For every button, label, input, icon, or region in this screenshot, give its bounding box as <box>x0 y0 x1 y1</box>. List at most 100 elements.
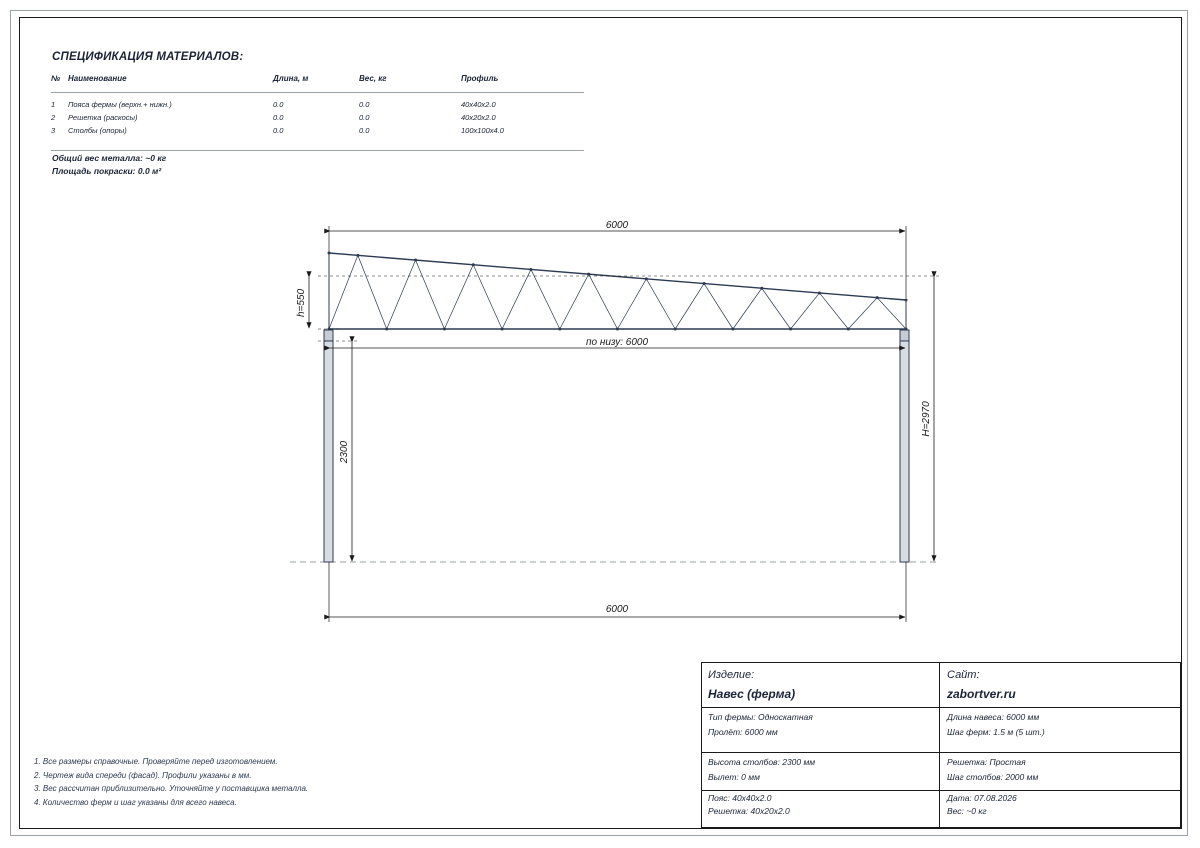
lattice-diagonal <box>732 288 763 330</box>
left-post <box>323 329 334 563</box>
product-label: Изделие: <box>708 669 755 681</box>
bottom-node <box>500 327 504 331</box>
row-no: 3 <box>51 126 56 135</box>
spec-title: СПЕЦИФИКАЦИЯ МАТЕРИАЛОВ: <box>52 51 244 63</box>
canopy-length: Длина навеса: 6000 мм <box>947 712 1040 722</box>
lattice-diagonal <box>386 259 416 330</box>
dim-label-h: h=550 <box>296 289 307 318</box>
lattice-diagonal <box>703 283 734 330</box>
bottom-node <box>673 327 677 331</box>
note-item: 2. Чертеж вида спереди (фасад). Профили … <box>34 770 252 780</box>
site-label: Сайт: <box>947 669 980 681</box>
top-node <box>356 253 360 257</box>
top-chord <box>328 252 907 301</box>
title-block-divider <box>702 790 1180 791</box>
row-length: 0.0 <box>273 113 284 122</box>
lattice-diagonal <box>646 278 676 330</box>
lattice-diagonal <box>876 297 907 330</box>
row-profile: 40x20x2.0 <box>461 113 496 122</box>
paint-area: Площадь покраски: 0.0 м² <box>52 166 162 176</box>
product-name: Навес (ферма) <box>708 687 796 701</box>
top-node <box>471 263 475 267</box>
bottom-node <box>904 327 908 331</box>
lattice-diagonal <box>530 269 561 330</box>
lattice-diagonal <box>848 297 878 330</box>
truss <box>327 251 908 331</box>
dim-label-bottom-chord: по низу: 6000 <box>586 337 648 348</box>
row-no: 2 <box>51 113 56 122</box>
bottom-node <box>558 327 562 331</box>
sheet-outer-border <box>10 10 1188 836</box>
lattice-diagonal <box>819 292 849 330</box>
left-post-cap <box>323 329 334 342</box>
span: Пролёт: 6000 мм <box>708 727 778 737</box>
note-item: 1. Все размеры справочные. Проверяйте пе… <box>34 757 278 766</box>
lattice-diagonal <box>328 255 359 330</box>
spec-header-no: № <box>51 74 61 83</box>
product-cell: Изделие: Навес (ферма) <box>708 669 795 701</box>
table-row: 2 Решетка (раскосы) 0.0 0.0 40x20x2.0 <box>51 111 584 124</box>
top-node <box>875 296 879 300</box>
title-block: Изделие: Навес (ферма) Сайт: zabortver.r… <box>701 662 1181 828</box>
note-item: 3. Вес рассчитан приблизительно. Уточняй… <box>34 784 309 794</box>
lattice-info-cell: Решетка: Простая Шаг столбов: 2000 мм <box>947 755 1038 785</box>
truss-step: Шаг ферм: 1.5 м (5 шт.) <box>947 727 1045 737</box>
top-node <box>817 291 821 295</box>
lattice-diagonal <box>444 264 474 330</box>
lattice-diagonal <box>674 283 705 330</box>
dim-label-total-height: H=2970 <box>921 401 932 437</box>
title-block-divider <box>702 707 1180 708</box>
truss-info-cell: Тип фермы: Односкатная Пролёт: 6000 мм <box>708 710 813 740</box>
lattice-diagonal <box>588 273 618 330</box>
top-node <box>760 286 764 290</box>
bottom-node <box>442 327 446 331</box>
spec-rows: 1 Пояса фермы (верхн.+ нижн.) 0.0 0.0 40… <box>51 93 584 151</box>
spec-totals: Общий вес металла: ~0 кг Площадь покраск… <box>52 152 166 178</box>
right-post-cap <box>899 329 910 342</box>
row-no: 1 <box>51 100 56 109</box>
weight: Вес: ~0 кг <box>947 806 987 816</box>
top-node <box>327 251 331 255</box>
table-row: 1 Пояса фермы (верхн.+ нижн.) 0.0 0.0 40… <box>51 98 584 111</box>
lattice-type: Решетка: Простая <box>947 757 1026 767</box>
date: Дата: 07.08.2026 <box>947 793 1017 803</box>
bottom-node <box>385 327 389 331</box>
row-name: Решетка (раскосы) <box>68 113 138 122</box>
spec-header-name: Наименование <box>68 74 127 83</box>
top-node <box>529 267 533 271</box>
top-node <box>587 272 591 276</box>
bottom-node <box>789 327 793 331</box>
spec-table: № Наименование Длина, м Вес, кг Профиль … <box>51 72 584 151</box>
table-row: 3 Столбы (опоры) 0.0 0.0 100x100x4.0 <box>51 124 584 137</box>
row-name: Столбы (опоры) <box>68 126 127 135</box>
title-block-divider <box>702 752 1180 753</box>
overhang: Вылет: 0 мм <box>708 772 760 782</box>
post-height: Высота столбов: 2300 мм <box>708 757 816 767</box>
right-post <box>899 329 910 563</box>
date-info-cell: Дата: 07.08.2026 Вес: ~0 кг <box>947 792 1017 818</box>
lattice-diagonal <box>472 264 503 330</box>
row-name: Пояса фермы (верхн.+ нижн.) <box>68 100 172 109</box>
title-block-divider <box>939 663 940 827</box>
canopy-info-cell: Длина навеса: 6000 мм Шаг ферм: 1.5 м (5… <box>947 710 1045 740</box>
lattice-diagonal <box>559 273 589 330</box>
bottom-node <box>731 327 735 331</box>
lattice-diagonal <box>501 269 532 330</box>
row-weight: 0.0 <box>359 113 370 122</box>
row-length: 0.0 <box>273 100 284 109</box>
spec-header-row: № Наименование Длина, м Вес, кг Профиль <box>51 72 584 93</box>
bottom-node <box>846 327 850 331</box>
post-step: Шаг столбов: 2000 мм <box>947 772 1039 782</box>
top-node <box>904 298 908 302</box>
site-name: zabortver.ru <box>947 687 1016 701</box>
lattice-diagonal <box>415 259 445 330</box>
row-profile: 100x100x4.0 <box>461 126 504 135</box>
drawing-frame <box>19 17 1182 829</box>
lattice-diagonal <box>357 255 388 330</box>
note-item: 4. Количество ферм и шаг указаны для все… <box>34 797 237 807</box>
dim-label-bottom: 6000 <box>606 604 629 615</box>
row-length: 0.0 <box>273 126 284 135</box>
row-weight: 0.0 <box>359 100 370 109</box>
post-info-cell: Высота столбов: 2300 мм Вылет: 0 мм <box>708 755 815 785</box>
